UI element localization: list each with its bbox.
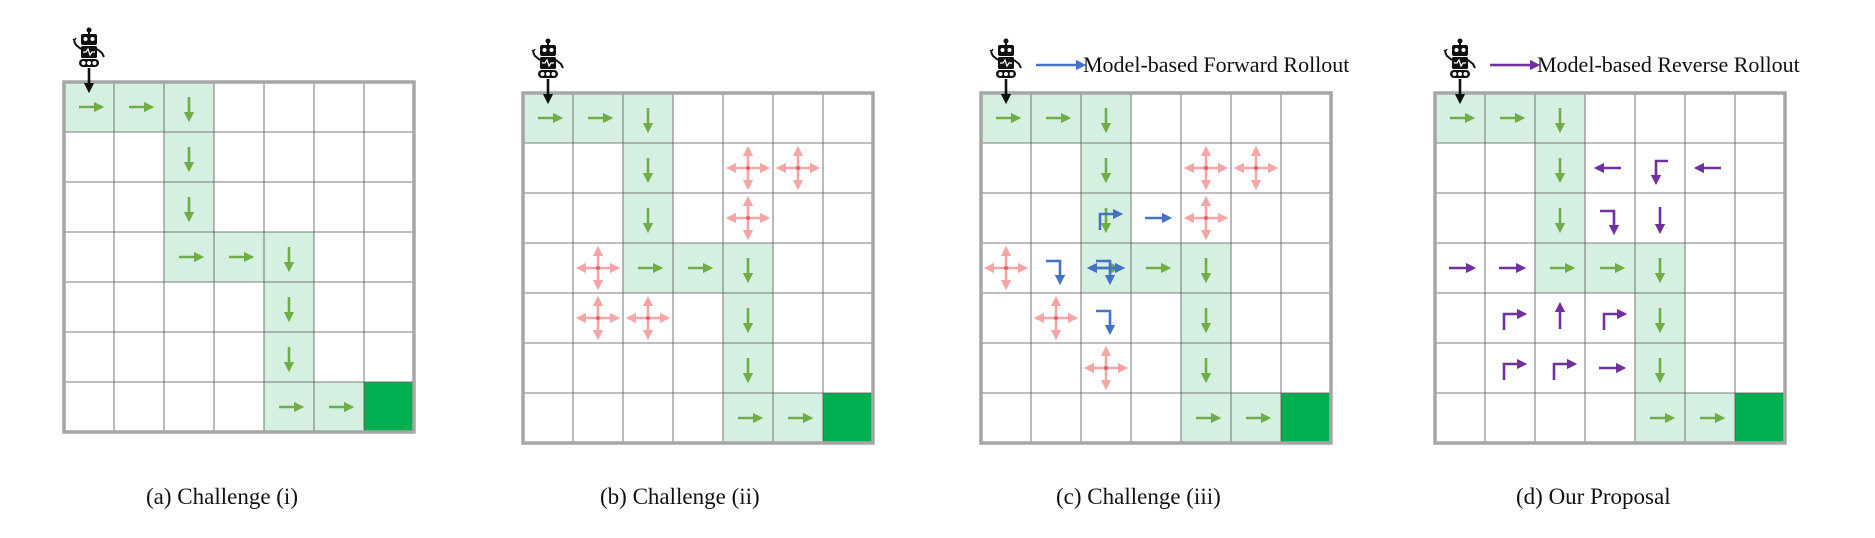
panel-a xyxy=(62,27,416,434)
uncertainty-arrows-icon xyxy=(983,245,1029,291)
panel-b xyxy=(521,38,875,445)
goal-cell xyxy=(823,393,873,443)
rollout-arrow xyxy=(1096,259,1116,286)
legend-label: Model-based Forward Rollout xyxy=(1083,52,1349,77)
uncertainty-arrows-icon xyxy=(1183,145,1229,191)
robot-icon xyxy=(531,38,564,78)
panel-d: Model-based Reverse Rollout xyxy=(1433,38,1800,445)
goal-cell xyxy=(1735,393,1785,443)
rollout-arrow xyxy=(1600,209,1620,236)
rollout-arrow xyxy=(1046,259,1066,286)
caption-d: (d) Our Proposal xyxy=(1516,484,1671,509)
robot-icon xyxy=(1443,38,1476,78)
goal-cell xyxy=(1281,393,1331,443)
rollout-arrow xyxy=(1098,208,1124,230)
caption-b: (b) Challenge (ii) xyxy=(600,484,760,509)
grid-border xyxy=(1433,91,1787,445)
rollout-arrow xyxy=(1096,309,1116,336)
uncertainty-arrows-icon xyxy=(1033,295,1079,341)
rollout-arrow xyxy=(1552,358,1578,380)
uncertainty-arrows-icon xyxy=(775,145,821,191)
uncertainty-arrows-icon xyxy=(1083,345,1129,391)
uncertainty-arrows-icon xyxy=(1233,145,1279,191)
caption-c: (c) Challenge (iii) xyxy=(1056,484,1221,509)
legend-label: Model-based Reverse Rollout xyxy=(1537,52,1800,77)
rollout-arrow xyxy=(1650,159,1668,186)
legend: Model-based Forward Rollout xyxy=(1036,52,1349,77)
caption-a: (a) Challenge (i) xyxy=(146,484,298,509)
grid-border xyxy=(62,80,416,434)
uncertainty-arrows-icon xyxy=(625,295,671,341)
uncertainty-arrows-icon xyxy=(725,195,771,241)
uncertainty-arrows-icon xyxy=(575,245,621,291)
panel-c: Model-based Forward Rollout xyxy=(979,38,1349,445)
uncertainty-arrows-icon xyxy=(1183,195,1229,241)
uncertainty-arrows-icon xyxy=(725,145,771,191)
uncertainty-arrows-icon xyxy=(575,295,621,341)
rollout-arrow xyxy=(1602,308,1628,330)
rollout-arrow xyxy=(1502,308,1528,330)
goal-cell xyxy=(364,382,414,432)
robot-icon xyxy=(72,27,105,67)
robot-icon xyxy=(989,38,1022,78)
grid-border xyxy=(979,91,1333,445)
grid-border xyxy=(521,91,875,445)
legend: Model-based Reverse Rollout xyxy=(1490,52,1800,77)
rollout-arrow xyxy=(1502,358,1528,380)
